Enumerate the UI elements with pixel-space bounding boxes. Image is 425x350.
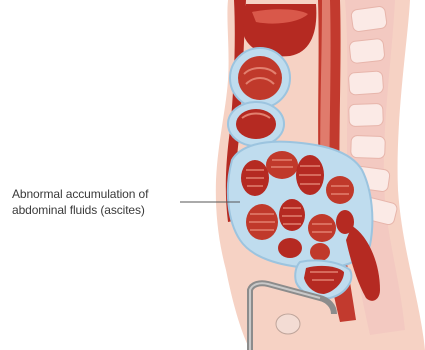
- pubic-bone: [276, 314, 300, 334]
- annotation-line-1: Abnormal accumulation of: [12, 186, 202, 202]
- ascites-annotation: Abnormal accumulation of abdominal fluid…: [12, 186, 202, 218]
- annotation-line-2: abdominal fluids (ascites): [12, 202, 202, 218]
